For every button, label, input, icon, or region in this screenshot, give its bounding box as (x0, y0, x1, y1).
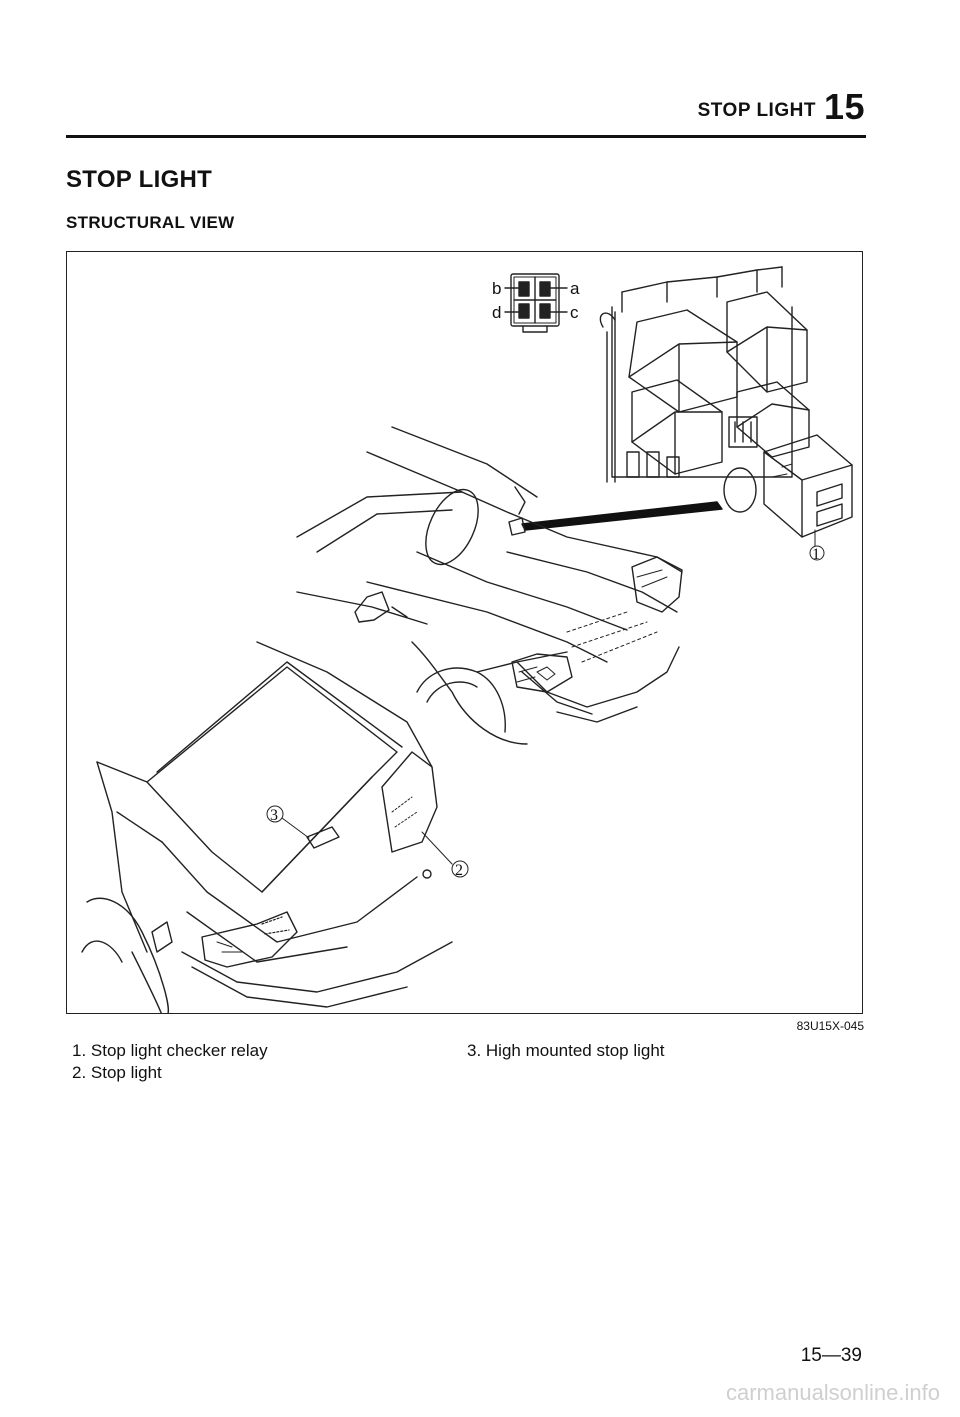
svg-text:2: 2 (455, 862, 463, 879)
rear-car-outline (81, 641, 453, 1013)
legend-item: 2. Stop light (72, 1063, 162, 1082)
callout-2: 2 (421, 831, 469, 879)
legend-item: 1. Stop light checker relay (72, 1041, 268, 1060)
section-number: 15 (823, 86, 865, 127)
connector-pin-diagram (504, 273, 568, 333)
header-rule (66, 135, 866, 138)
page-number: 15—39 (800, 1345, 862, 1366)
wire-connector (508, 517, 526, 536)
car-illustration: b a d c (81, 266, 853, 1013)
callout-1: 1 (809, 529, 825, 563)
legend-column-2: 3. High mounted stop light (467, 1040, 665, 1062)
high-mounted-stop-light (306, 826, 340, 849)
watermark: carmanualsonline.info (725, 1380, 940, 1405)
pin-label-c: c (570, 303, 579, 322)
section-subtitle: STRUCTURAL VIEW (66, 213, 235, 232)
relay-block (599, 266, 810, 513)
front-car-outline (296, 426, 683, 745)
pin-label-a: a (570, 279, 580, 298)
page-title: STOP LIGHT (66, 166, 213, 193)
relay-leader-wire (521, 501, 723, 531)
figure-code: 83U15X-045 (796, 1019, 864, 1033)
legend-item: 3. High mounted stop light (467, 1041, 665, 1060)
pin-label-b: b (492, 279, 501, 298)
callout-3: 3 (266, 805, 310, 839)
running-head-title: STOP LIGHT (697, 100, 816, 121)
svg-text:1: 1 (812, 546, 820, 563)
stop-light-checker-relay (763, 434, 853, 538)
structural-view-figure: b a d c (66, 251, 863, 1014)
pin-label-d: d (492, 303, 501, 322)
svg-text:3: 3 (270, 807, 278, 824)
running-head: STOP LIGHT 15 (560, 86, 865, 128)
legend-column-1: 1. Stop light checker relay 2. Stop ligh… (72, 1040, 268, 1084)
